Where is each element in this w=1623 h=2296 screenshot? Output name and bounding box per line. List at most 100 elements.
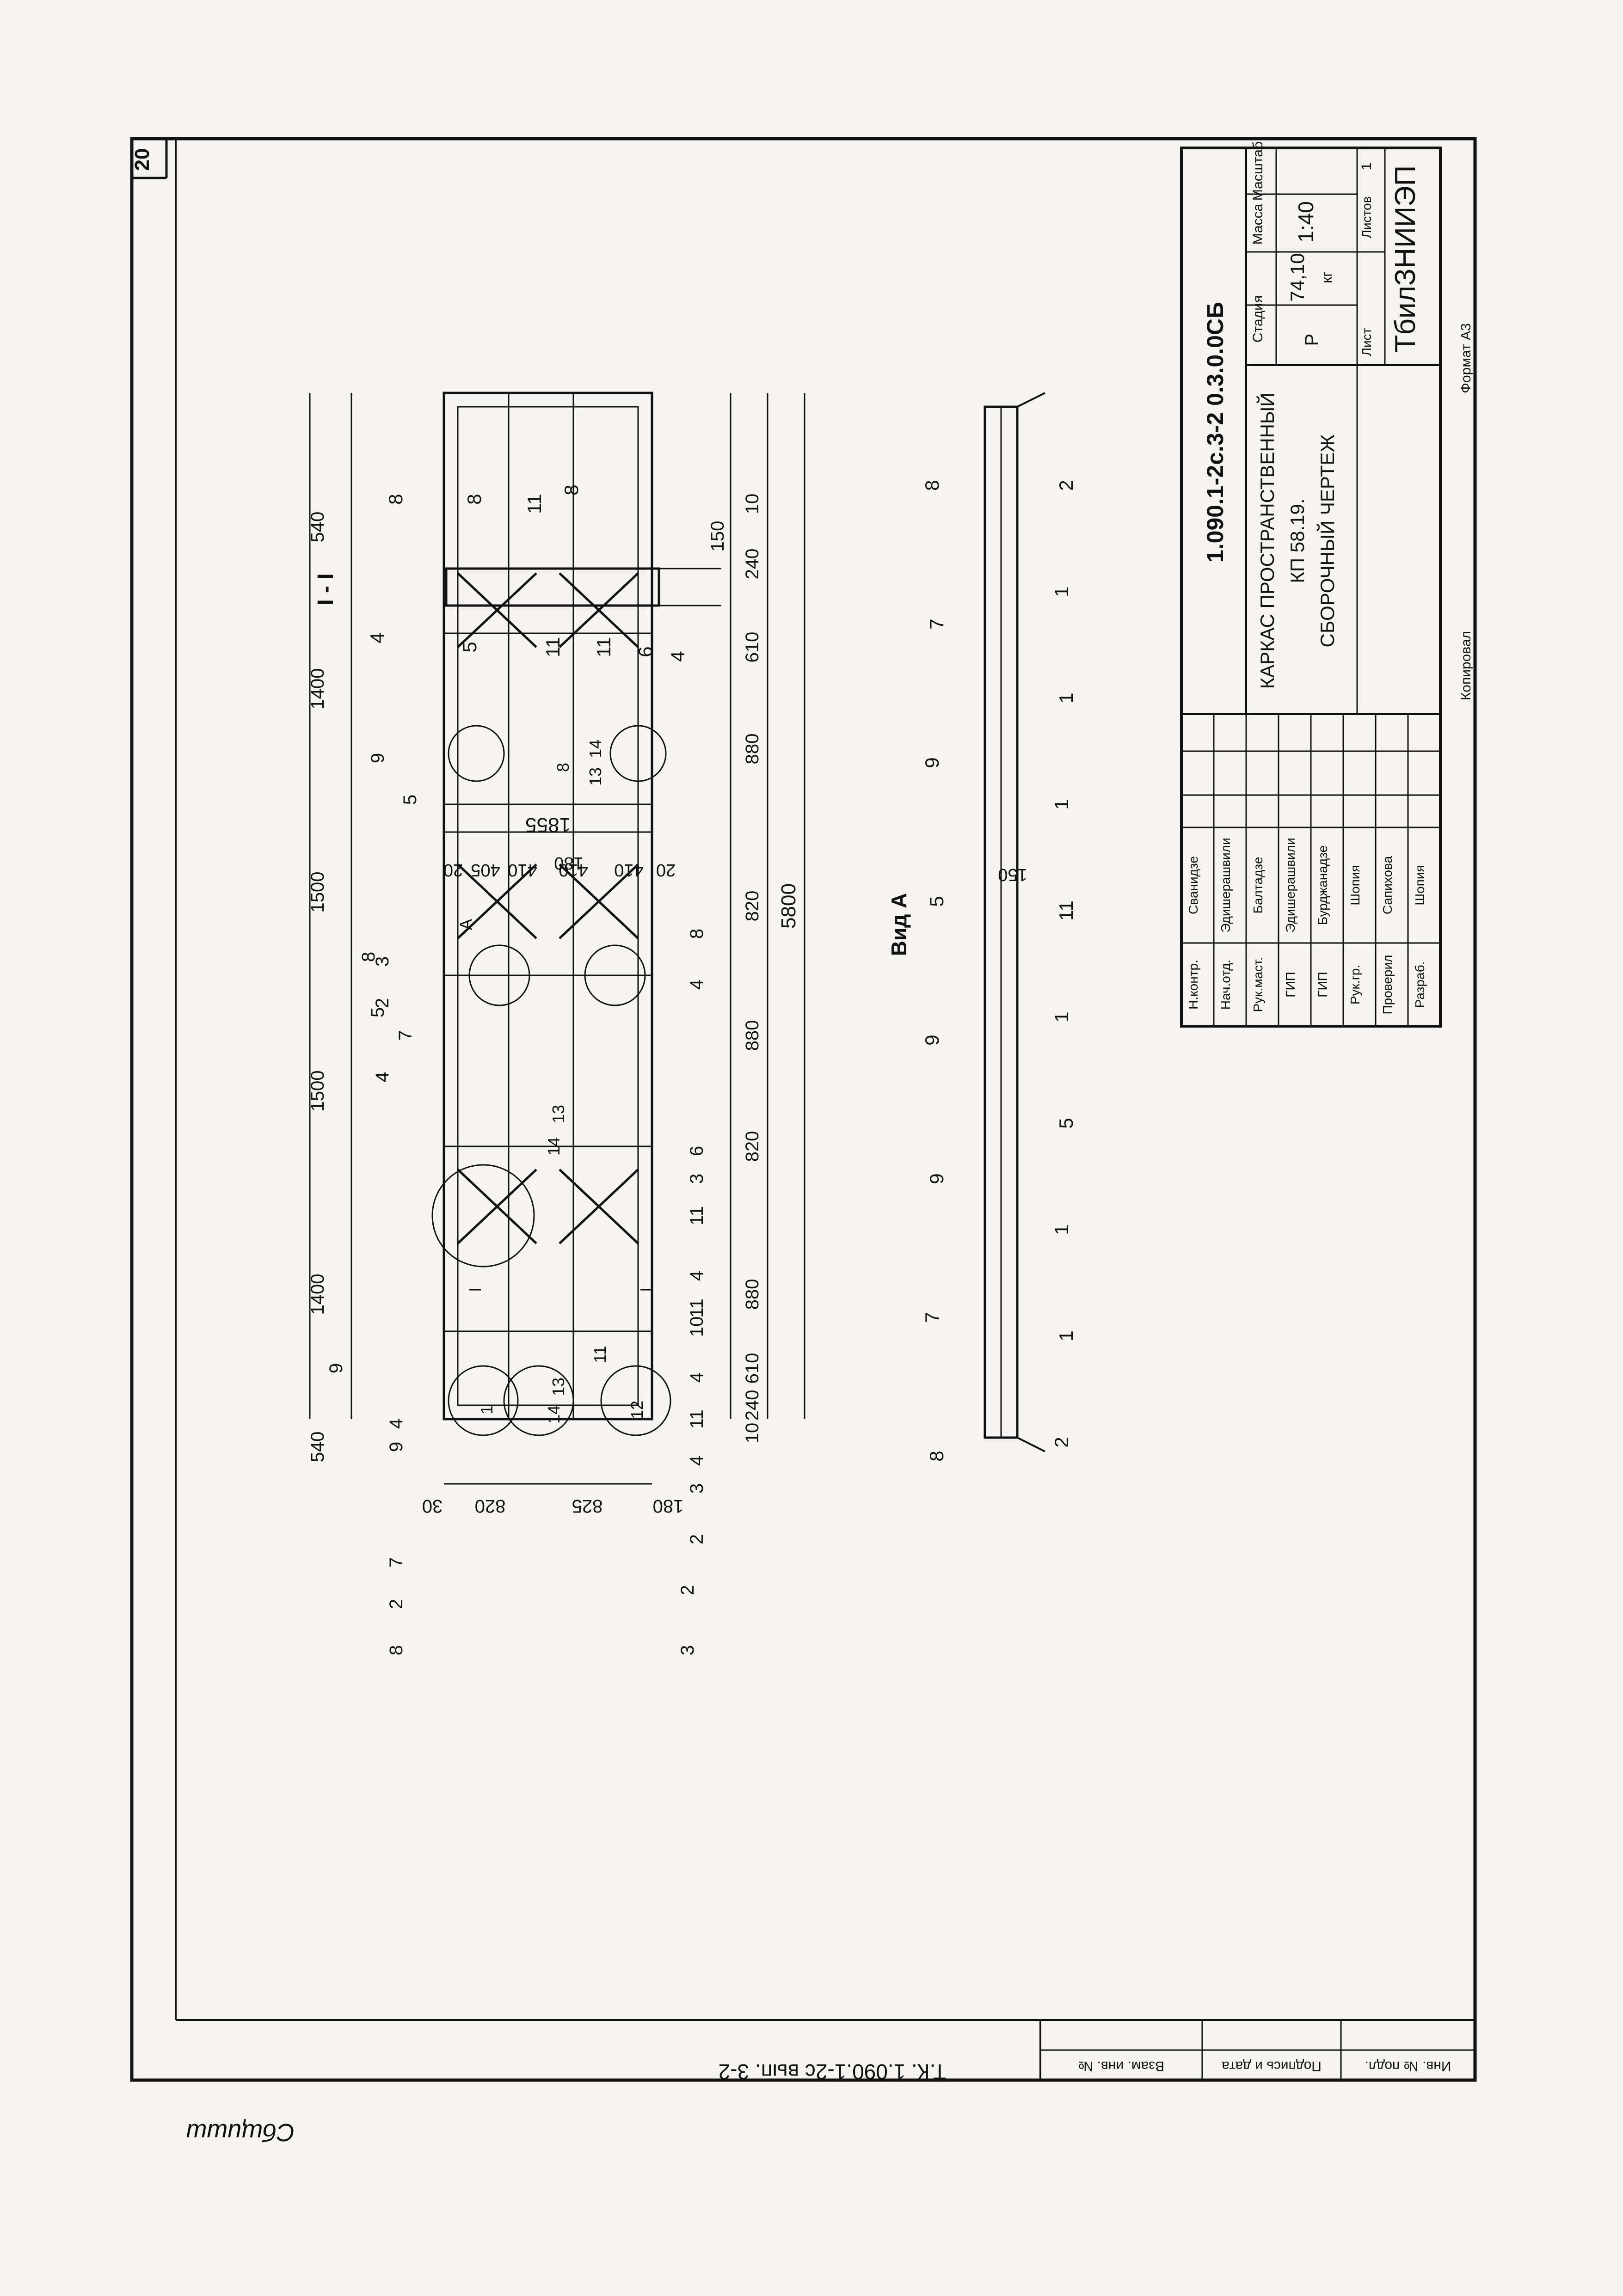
series-code: Т.К. 1.090.1-2с вып. 3-2 — [719, 2060, 947, 2084]
dimension-label: 180 — [554, 853, 583, 873]
callout-number: 7 — [395, 1030, 416, 1041]
callout-number: 4 — [687, 1372, 707, 1383]
inner-mark: 13 — [549, 1105, 568, 1123]
inner-mark: 13 — [549, 1378, 568, 1396]
role-name: Бурджанадзе — [1316, 845, 1330, 925]
callout-number: 8 — [385, 494, 406, 504]
dimension-label: 410 — [614, 860, 643, 880]
plan-right-total: 1855 — [525, 814, 571, 836]
title-line-3: СБОРОЧНЫЙ ЧЕРТЕЖ — [1316, 434, 1338, 647]
callout-number: 4 — [386, 1419, 406, 1429]
stamp-replace-number: Взам. инв. № — [1078, 2058, 1164, 2074]
inner-mark: I — [466, 1287, 485, 1292]
dimension-label: 825 — [572, 1496, 603, 1516]
dimension-label: 240 — [742, 549, 762, 580]
section-title: I - I — [314, 573, 338, 605]
callout-number: 7 — [921, 1312, 943, 1322]
role-name: Эдишерашвили — [1283, 838, 1297, 932]
inner-mark: 11 — [590, 1346, 609, 1363]
callout-number: 8 — [926, 1451, 947, 1461]
section-view — [445, 567, 721, 607]
dimension-label: 610 — [742, 632, 762, 663]
plan-callouts: 8279559943472884631141110411432231314131… — [326, 740, 707, 1655]
title-line-2: КП 58.19. — [1286, 498, 1308, 583]
role-label: Рук.гр. — [1348, 965, 1362, 1004]
plan-dimension-lines — [309, 393, 805, 1485]
role-label: ГИП — [1283, 972, 1297, 997]
callout-number: 6 — [687, 1146, 707, 1156]
callout-number: 9 — [926, 1173, 947, 1184]
callout-number: 11 — [687, 1298, 707, 1318]
dimension-label: 880 — [742, 1279, 762, 1310]
callout-number: 3 — [372, 956, 393, 967]
callout-number: 4 — [366, 632, 388, 643]
sheets-count: 1 — [1359, 163, 1374, 171]
callout-number: 2 — [1051, 1437, 1072, 1447]
dimension-label: 820 — [475, 1496, 506, 1516]
mass-unit: кг — [1318, 271, 1335, 283]
dimension-label: 20 — [443, 860, 463, 880]
callout-number: 2 — [677, 1585, 698, 1595]
plan-view — [431, 392, 671, 1436]
copied-note: Копировал — [1458, 631, 1474, 700]
callout-number: 8 — [358, 952, 379, 962]
doc-code: 1.090.1-2с.3-2 0.3.0.0СБ — [1202, 302, 1228, 563]
dimension-label: 820 — [742, 891, 762, 922]
callout-number: 2 — [687, 1534, 707, 1544]
callout-number: 1 — [1051, 1011, 1072, 1022]
callout-number: 3 — [687, 1483, 707, 1494]
callout-number: 4 — [667, 651, 689, 661]
inner-mark: 1 — [477, 1405, 496, 1414]
dimension-label: 30 — [422, 1496, 443, 1516]
format-note: Формат А3 — [1458, 323, 1474, 393]
callout-number: 2 — [1055, 480, 1077, 490]
page-number: 20 — [131, 148, 154, 171]
callout-number: 4 — [372, 1072, 393, 1082]
organization: ТбилЗНИИЭП — [1389, 165, 1421, 353]
stamp-signature-date: Подпись и дата — [1222, 2058, 1322, 2074]
dimension-label: 540 — [307, 1432, 328, 1463]
inner-mark: 13 — [586, 767, 605, 786]
dimension-label: 10 — [742, 494, 762, 514]
callout-number: 2 — [386, 1599, 406, 1609]
callout-number: 11 — [523, 494, 545, 514]
role-name: Сапихова — [1380, 856, 1395, 914]
callout-number: 4 — [687, 980, 707, 990]
dimension-label: 880 — [742, 1020, 762, 1051]
callout-number: 3 — [687, 1174, 707, 1184]
callout-number: 8 — [921, 480, 943, 490]
callout-number: 9 — [326, 1363, 346, 1373]
inner-mark: A — [456, 919, 475, 930]
signature-scribble: Сбщишш — [186, 2118, 295, 2146]
title-block — [1180, 147, 1442, 1028]
callout-number: 11 — [687, 1206, 707, 1225]
dimension-label: 540 — [307, 512, 328, 543]
inner-mark: 8 — [553, 763, 572, 772]
dimension-label: 1400 — [307, 668, 328, 710]
scale-value: 1:40 — [1294, 201, 1318, 243]
dimension-label: 1500 — [307, 872, 328, 913]
mass-value: 74,10 — [1286, 253, 1308, 301]
callout-number: 9 — [921, 757, 943, 768]
role-name: Шопия — [1413, 865, 1427, 905]
dimension-label: 410 — [508, 860, 537, 880]
view-a-dim: 150 — [998, 865, 1027, 884]
role-label: Н.контр. — [1186, 960, 1200, 1010]
inner-mark: 14 — [586, 740, 605, 758]
inner-mark: 12 — [627, 1401, 646, 1419]
dimension-label: 20 — [656, 860, 676, 880]
dimension-label: 610 — [742, 1353, 762, 1384]
role-label: ГИП — [1316, 972, 1330, 997]
scale-header: Масштаб — [1250, 141, 1266, 201]
callout-number: 5 — [1055, 1118, 1077, 1128]
left-stamp: Инв. № подл. Подпись и дата Взам. инв. № — [1039, 2019, 1476, 2081]
callout-number: 9 — [368, 753, 388, 763]
mass-header: Масса — [1250, 203, 1266, 245]
dimension-label: 880 — [742, 734, 762, 765]
callout-number: 4 — [687, 1456, 707, 1466]
callout-number: 9 — [921, 1035, 943, 1045]
dimension-label: 1500 — [307, 1071, 328, 1112]
